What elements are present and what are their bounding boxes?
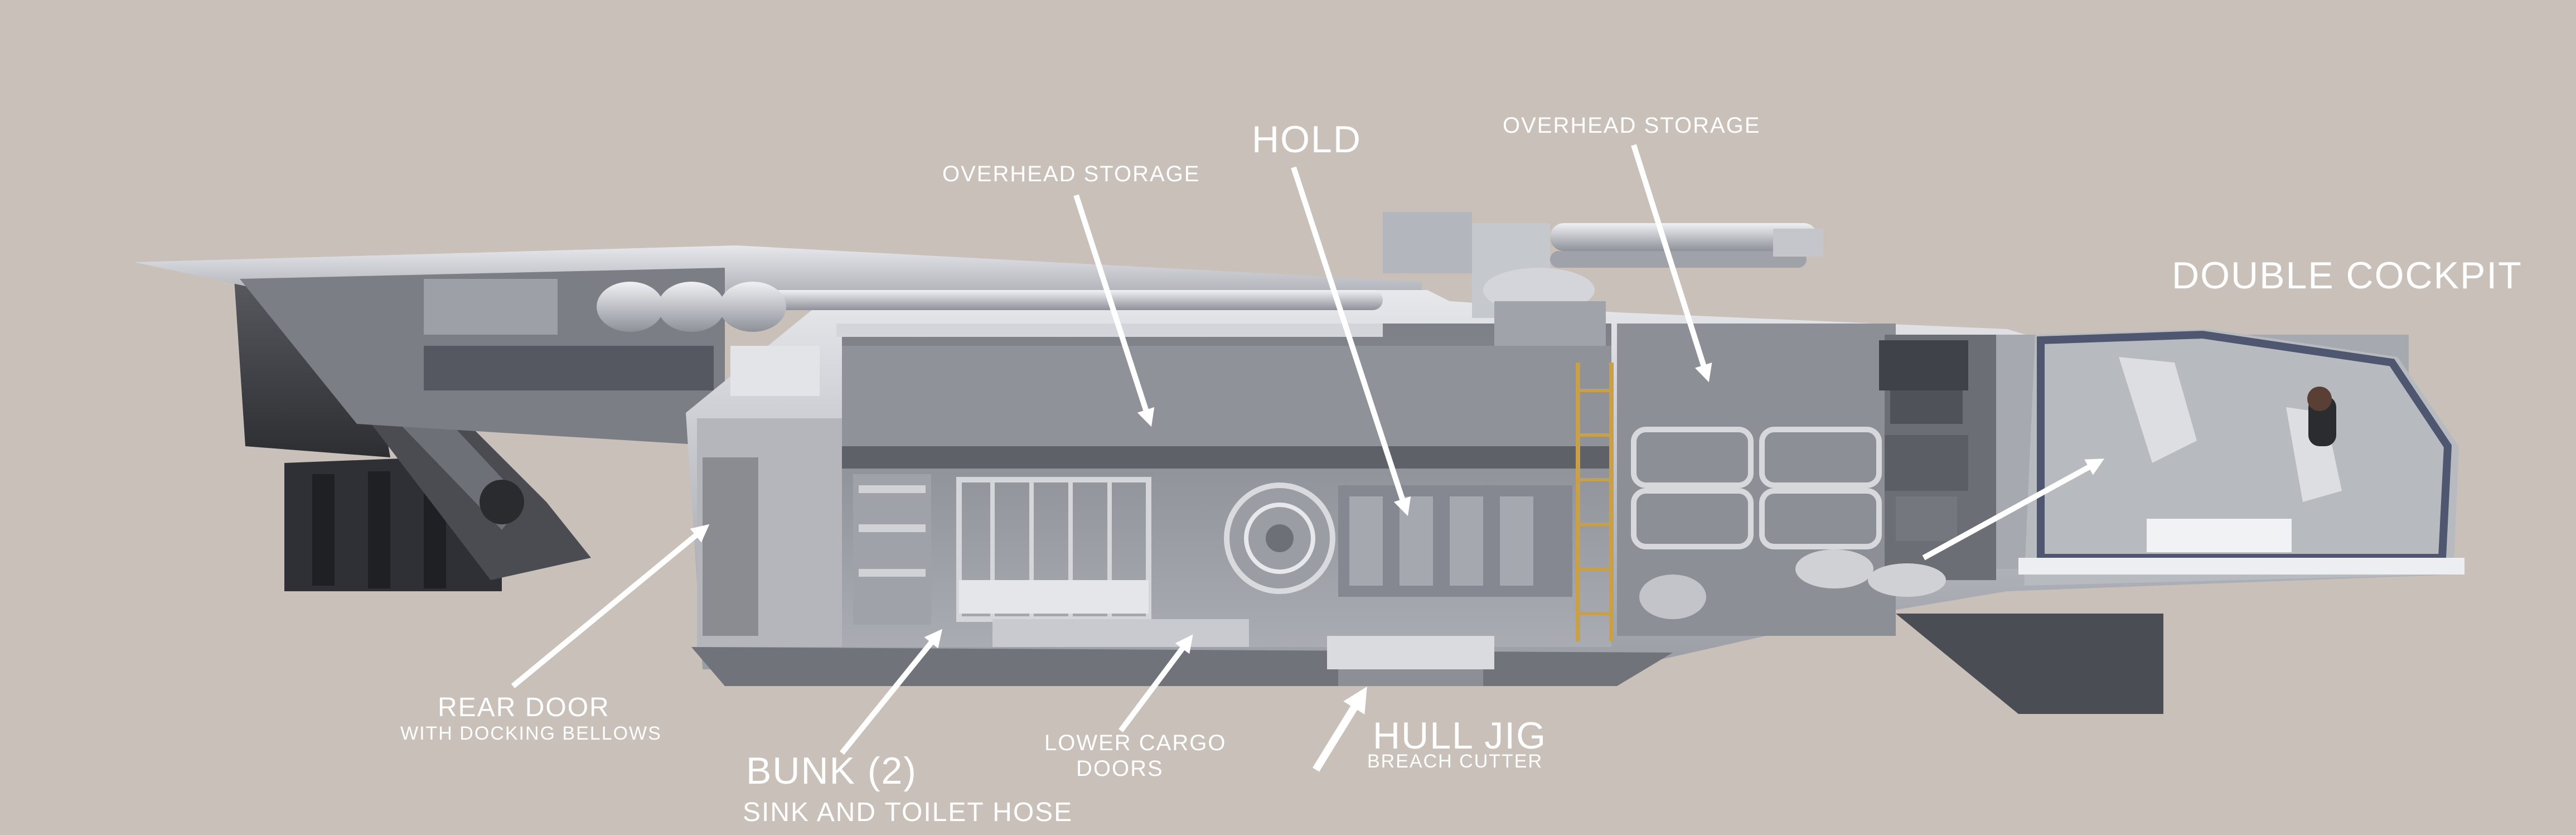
arrow-cockpit	[1922, 458, 2105, 561]
cockpit	[2018, 329, 2464, 586]
arrow-lower-cargo	[1118, 634, 1193, 732]
label-hull-jig-sub: BREACH CUTTER	[1367, 751, 1543, 772]
overhead-pipes	[597, 282, 1383, 396]
label-overhead-storage-left: OVERHEAD STORAGE	[942, 162, 1200, 186]
arrow-hull-jig	[1313, 686, 1367, 772]
label-double-cockpit: DOUBLE COCKPIT	[2172, 254, 2522, 297]
label-bunk-sub: SINK AND TOILET HOSE	[743, 798, 1073, 827]
bunk-area	[853, 474, 1249, 647]
label-bunk: BUNK (2)	[746, 750, 917, 792]
label-hull-jig: HULL JIG	[1373, 715, 1547, 757]
label-overhead-storage-right: OVERHEAD STORAGE	[1503, 113, 1761, 138]
ladder	[1576, 363, 1614, 641]
hold-hatch	[1224, 482, 1572, 597]
control-console	[1879, 340, 1968, 541]
label-rear-door: REAR DOOR	[438, 693, 610, 722]
label-lower-cargo-line1: LOWER CARGO	[1044, 731, 1227, 755]
label-hold: HOLD	[1252, 118, 1362, 161]
dorsal-turret	[1383, 212, 1823, 346]
hull-jig-device	[1327, 636, 1494, 686]
callout-arrows	[511, 144, 2105, 772]
label-lower-cargo-line2: DOORS	[1076, 756, 1164, 781]
arrow-hold	[1291, 166, 1411, 517]
arrow-overhead-storage-right	[1631, 144, 1712, 383]
label-rear-door-sub: WITH DOCKING BELLOWS	[400, 723, 662, 744]
arrow-overhead-storage-left	[1073, 194, 1155, 427]
arrow-bunk	[840, 629, 943, 755]
arrow-rear-door	[511, 524, 710, 688]
storage-racks	[1631, 427, 1946, 619]
